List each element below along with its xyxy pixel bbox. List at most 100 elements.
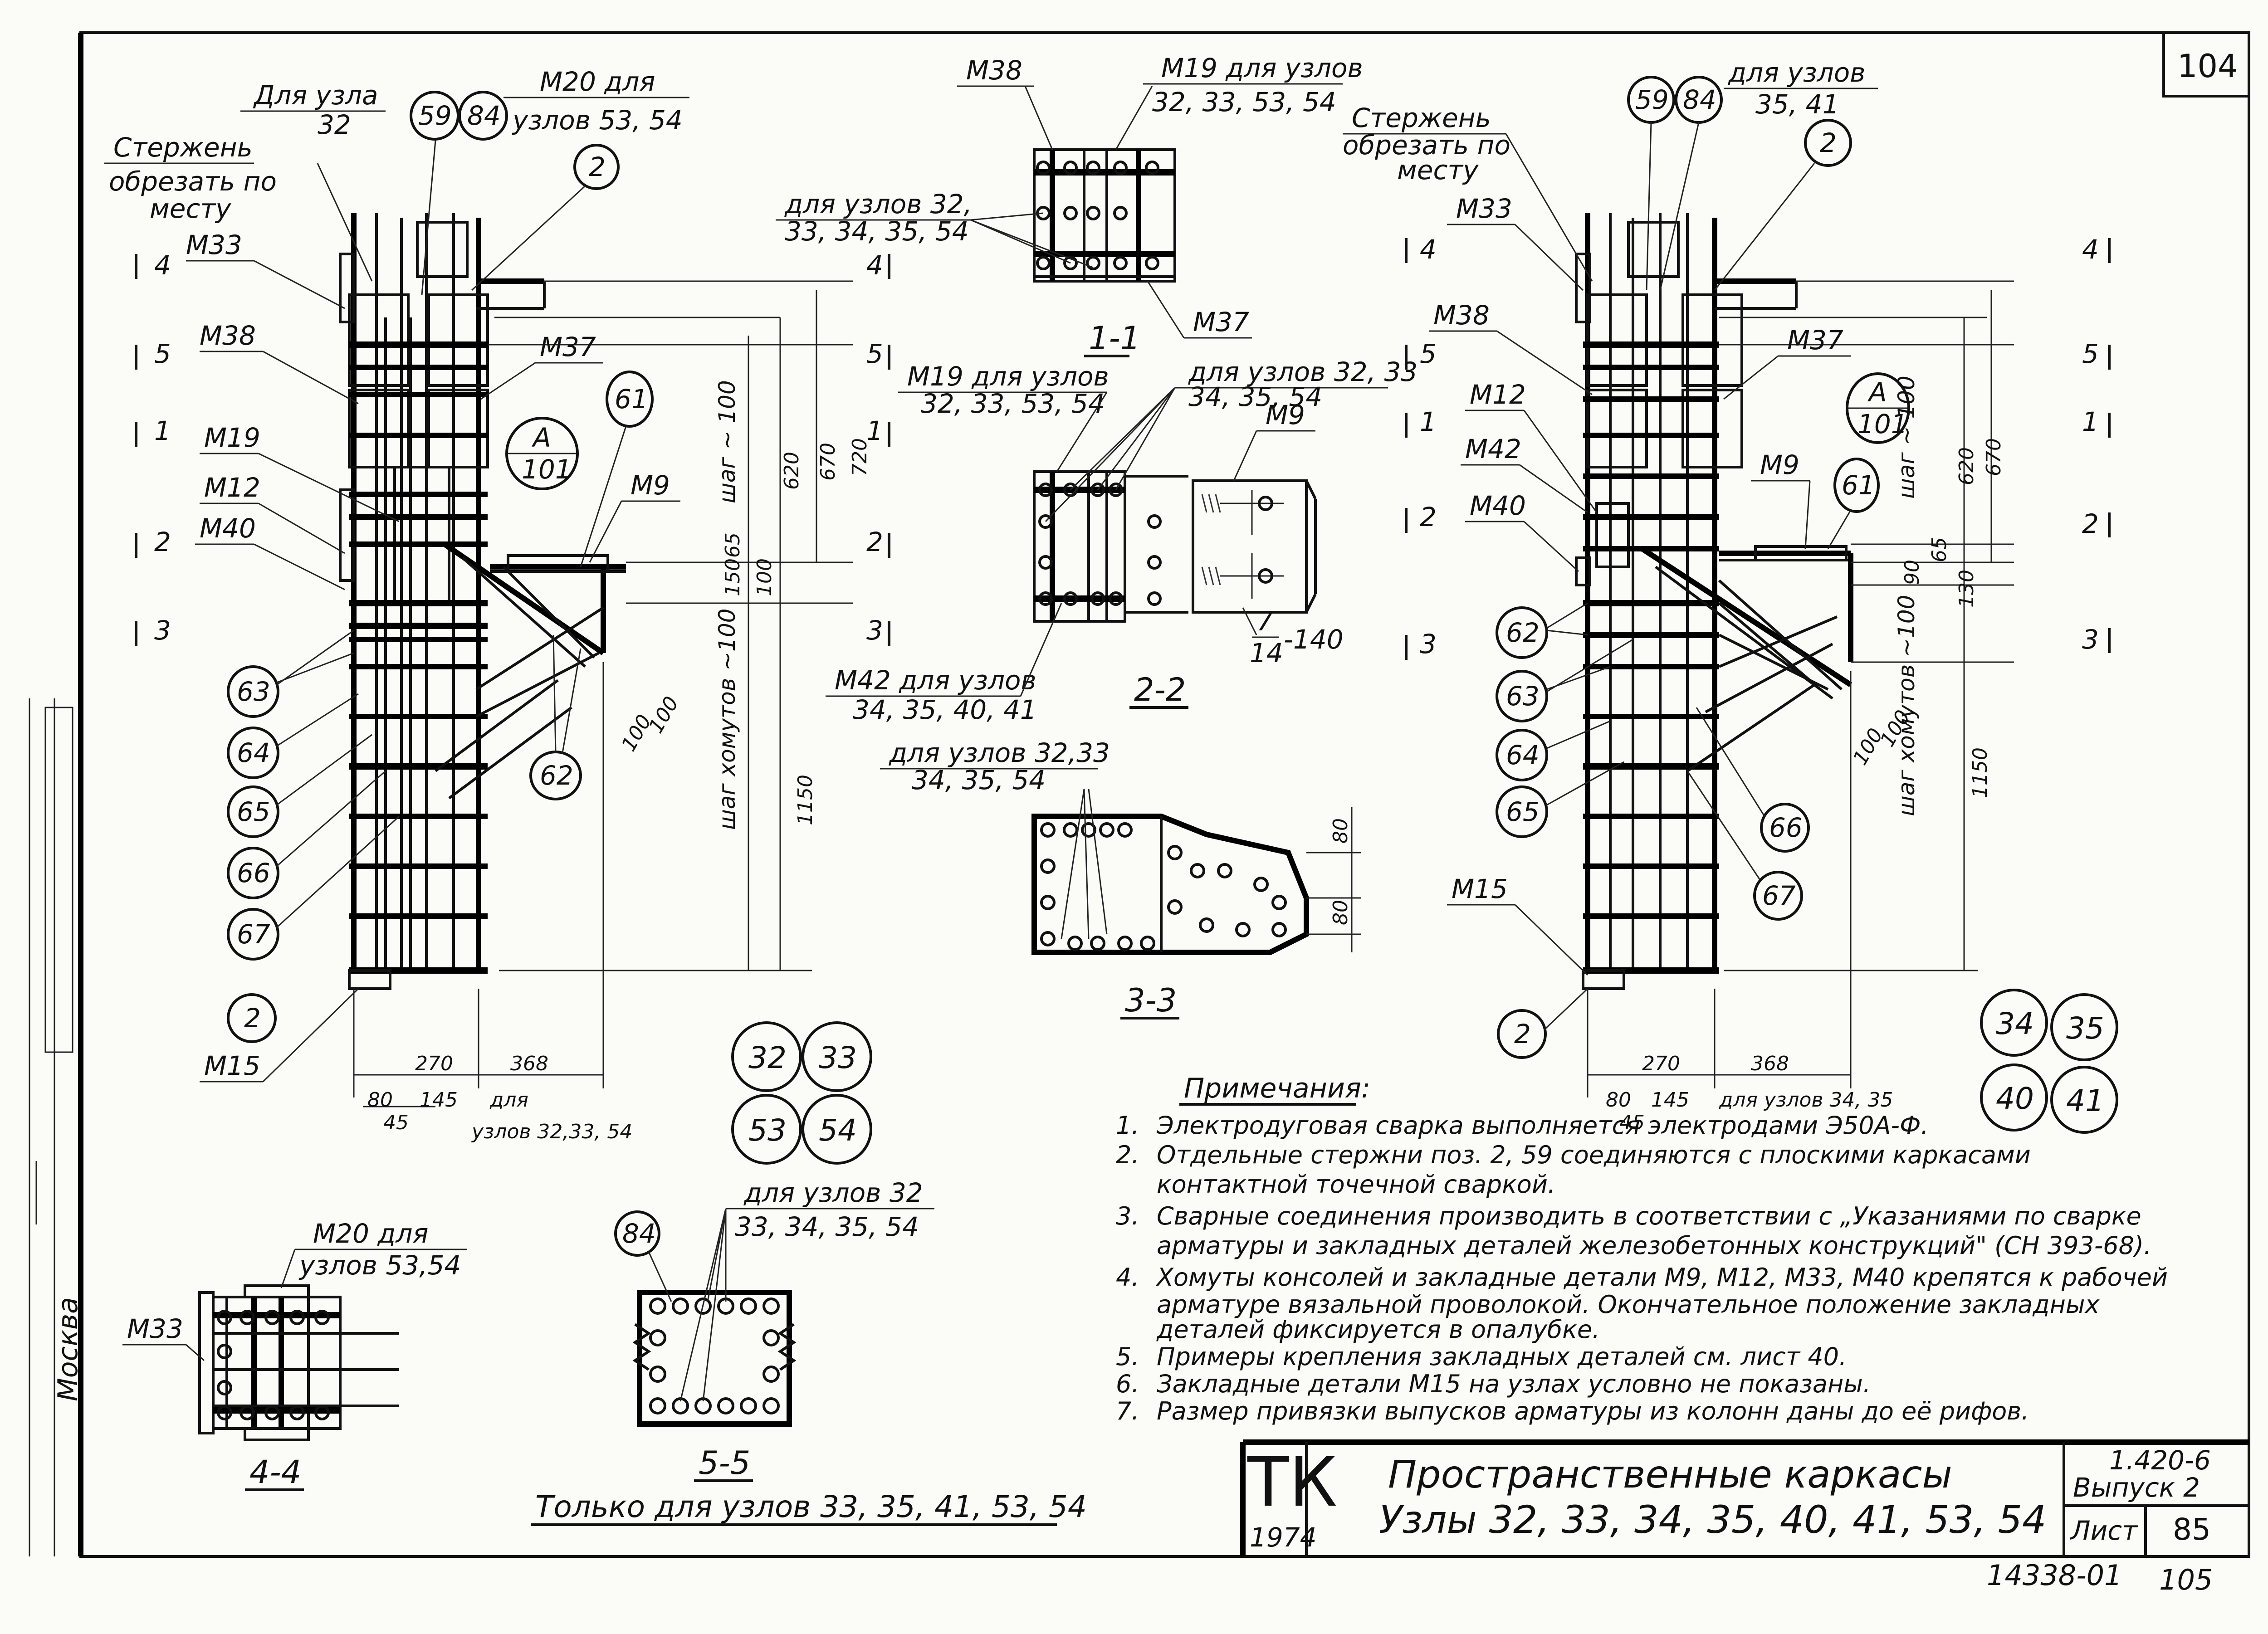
- sec33-for-nodes-2: 34, 35, 54: [912, 765, 1046, 795]
- circle-2-right-top: [1804, 119, 1852, 167]
- part-m37-left: М37: [540, 332, 596, 362]
- right-rod-3: месту: [1397, 155, 1479, 185]
- sec11-for-nodes: для узлов 32,: [784, 189, 972, 219]
- right-dim-65: 65: [1928, 537, 1951, 562]
- node-40: 40: [1996, 1081, 2034, 1116]
- sec33-dim-2: 80: [1329, 900, 1352, 925]
- circle-2-right-top-text: 2: [1820, 127, 1837, 158]
- circle-67-left-text: 67: [237, 919, 270, 950]
- note-4b: арматуре вязальной проволокой. Окончател…: [1157, 1290, 2100, 1319]
- right-dim-80: 80: [1606, 1088, 1631, 1112]
- part-m33-left: М33: [186, 229, 242, 260]
- dim-1150-left: 1150: [794, 775, 817, 825]
- sec22-for-nodes-2: 34, 35, 54: [1188, 381, 1322, 412]
- circle-66-left-text: 66: [237, 858, 270, 888]
- note-2b: контактной точечной сваркой.: [1157, 1170, 1555, 1199]
- circle-66-right-text: 66: [1769, 812, 1803, 843]
- circle-62-right-text: 62: [1506, 617, 1540, 648]
- sec44-m20-nodes: узлов 53,54: [298, 1250, 461, 1281]
- part-m15-left: М15: [204, 1050, 260, 1081]
- node-41: 41: [2066, 1083, 2104, 1118]
- right-dim-90: 90: [1901, 560, 1924, 585]
- sec55-for-node: для узлов 32: [743, 1177, 923, 1208]
- dim-45-left: 45: [383, 1111, 409, 1134]
- dim-65-left: 65: [721, 532, 744, 558]
- sec33-dim-1: 80: [1329, 818, 1352, 844]
- circle-2-left-bottom-text: 2: [244, 1003, 261, 1034]
- note-4c: деталей фиксируется в опалубке.: [1156, 1315, 1600, 1344]
- section-5-5: 84 для узлов 32 33, 34, 35, 54 5-5 Тольк…: [531, 1177, 1087, 1526]
- sec22-m9: М9: [1266, 400, 1305, 430]
- title-block: ТК 1974 Пространственные каркасы Узлы 32…: [1240, 1439, 2249, 1556]
- note-5-n: 5.: [1116, 1342, 1139, 1371]
- circle-61-left: [606, 371, 654, 428]
- circle-59-left-text: 59: [418, 100, 452, 131]
- circle-59-right-text: 59: [1635, 84, 1669, 115]
- title-sheet-no: 85: [2173, 1512, 2211, 1547]
- sec-mark-3-left: 3: [154, 615, 171, 646]
- sec-mark-5-left: 5: [154, 338, 171, 369]
- right-dim-45: 45: [1619, 1111, 1645, 1134]
- step-label-left: шаг ~ 100: [714, 380, 740, 503]
- circle-65-left-text: 65: [237, 796, 270, 827]
- node-35: 35: [2066, 1011, 2104, 1046]
- circle-66-right: [1760, 803, 1810, 853]
- circle-61-left-text: 61: [615, 384, 648, 415]
- dim-620-left: 620: [780, 452, 803, 490]
- circle-84-left-text: 84: [467, 100, 501, 131]
- left-view-labels: Для узла 32 59 84 М20 для узлов 53, 54 2…: [104, 66, 871, 1143]
- callout-101-left: 101: [522, 454, 572, 485]
- node-32: 32: [748, 1040, 787, 1075]
- sec-mark-4-center: 4: [866, 250, 883, 281]
- right-sec-1b: 1: [2082, 406, 2099, 437]
- sheet-number-top: 104: [2177, 48, 2238, 85]
- sec22-m42: М42 для узлов: [835, 665, 1036, 696]
- dim-270-left: 270: [415, 1052, 453, 1075]
- sheet-frame: 104: [78, 31, 2250, 1558]
- right-dim-note: для узлов 34, 35: [1719, 1088, 1893, 1112]
- circle-65-right: [1496, 785, 1548, 838]
- step-stirrups-left: шаг хомутов ~100: [714, 609, 740, 830]
- sec-mark-2-left: 2: [154, 527, 171, 557]
- dim-145-left: 145: [420, 1088, 458, 1112]
- sec22-m42-nodes: 34, 35, 40, 41: [853, 694, 1037, 725]
- sec44-m33: М33: [127, 1313, 183, 1344]
- circle-2-right-bottom-text: 2: [1514, 1019, 1531, 1049]
- sec11-m38: М38: [966, 55, 1022, 86]
- right-m15: М15: [1452, 873, 1508, 904]
- circle-2-left-bottom: [227, 993, 277, 1043]
- notes-heading: Примечания:: [1184, 1073, 1370, 1104]
- dim-720-left: 720: [848, 438, 871, 476]
- sec-mark-1-center: 1: [866, 415, 883, 446]
- m20-nodes: узлов 53, 54: [512, 105, 683, 136]
- right-step-label: шаг ~ 100: [1893, 376, 1920, 499]
- right-step-stirrups: шаг хомутов ~100: [1893, 595, 1920, 816]
- sec55-for-node-2: 33, 34, 35, 54: [735, 1211, 919, 1242]
- dim-368-left: 368: [510, 1052, 548, 1075]
- right-m9: М9: [1760, 449, 1799, 480]
- circle-67-right-text: 67: [1762, 880, 1796, 911]
- right-sec-3b: 3: [2082, 624, 2099, 655]
- title-line2: Узлы 32, 33, 34, 35, 40, 41, 53, 54: [1379, 1497, 2046, 1542]
- note-3-n: 3.: [1116, 1202, 1139, 1230]
- circle-66-left: [227, 847, 279, 899]
- node-circles-right: 34 35 40 41: [1980, 989, 2118, 1134]
- circle-2-left-top-text: 2: [589, 151, 606, 182]
- sec55-circle-84-text: 84: [622, 1218, 656, 1249]
- node-33: 33: [819, 1040, 857, 1075]
- right-sec-5b: 5: [2082, 338, 2099, 369]
- right-dim-368: 368: [1751, 1052, 1789, 1075]
- circle-64-right: [1496, 729, 1548, 781]
- sec11-m19-nodes: 32, 33, 53, 54: [1152, 87, 1336, 117]
- section-1-1: М38 М19 для узлов 32, 33, 53, 54 для узл…: [776, 53, 1363, 357]
- dim-80-left: 80: [367, 1088, 393, 1112]
- dim-100-left: 100: [753, 558, 776, 596]
- sec-mark-3-center: 3: [866, 615, 883, 646]
- section-3-3: для узлов 32,33 34, 35, 54 80 80 3-3: [880, 737, 1361, 1019]
- for-node-label: Для узла: [253, 80, 378, 111]
- node-34: 34: [1996, 1006, 2034, 1041]
- note-1-n: 1.: [1116, 1111, 1139, 1140]
- circle-2-right-bottom: [1497, 1009, 1547, 1059]
- circle-2-left-top: [573, 144, 620, 190]
- right-m12: М12: [1470, 379, 1526, 410]
